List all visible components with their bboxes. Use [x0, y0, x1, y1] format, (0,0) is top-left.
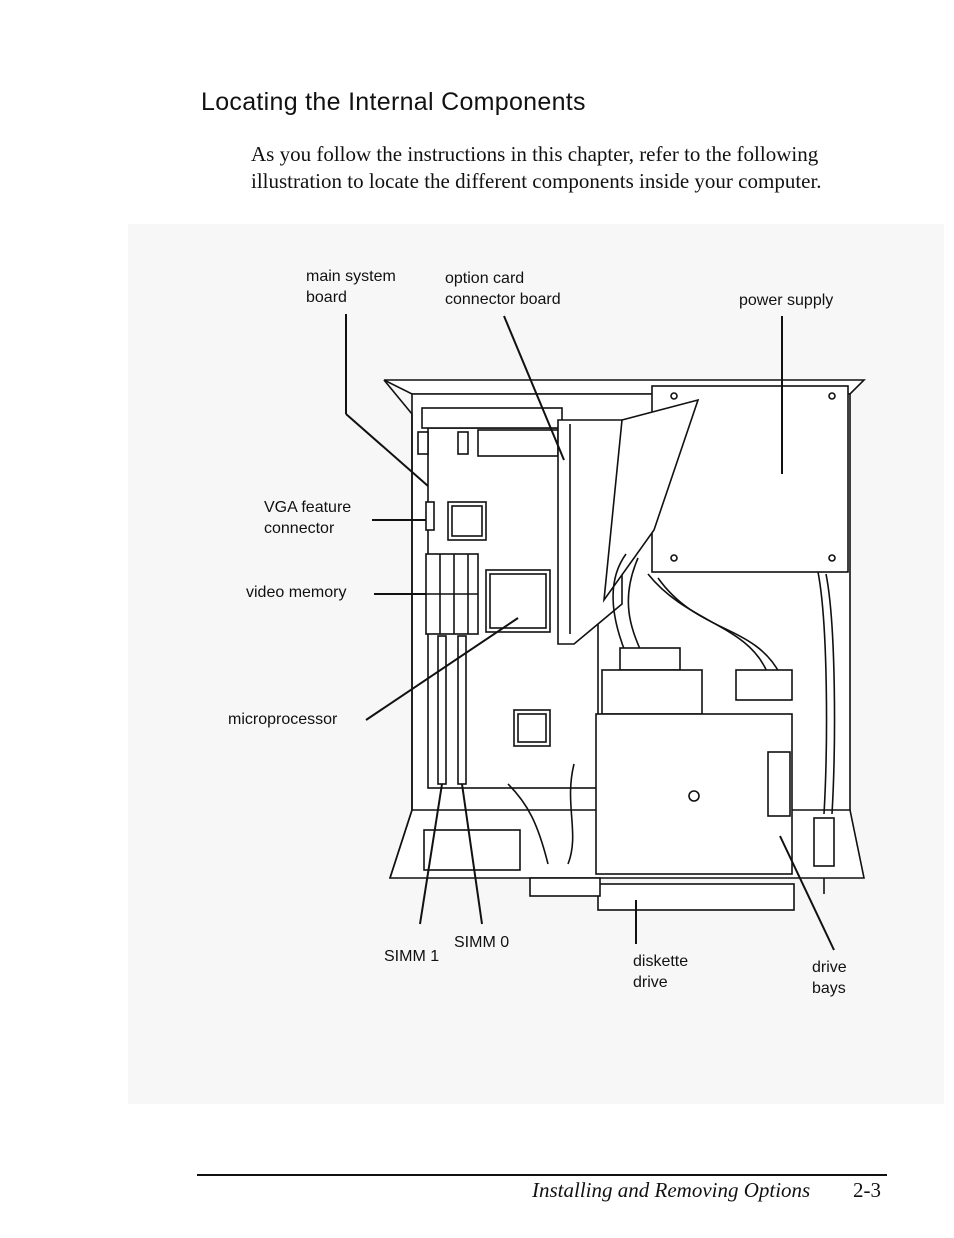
video-memory-chips [425, 553, 479, 635]
label-vga-feature-connector: VGA feature connector [264, 499, 352, 537]
label-drive-bays: drive bays [812, 959, 847, 997]
footer-rule [197, 1174, 887, 1176]
vga-feature-connector [425, 501, 435, 531]
label-microprocessor: microprocessor [228, 711, 338, 728]
label-option-card-connector-board: option card connector board [445, 270, 561, 308]
diskette-drive-unit [597, 883, 795, 911]
label-power-supply: power supply [739, 292, 834, 309]
computer-internals-illustration: main system board option card connector … [128, 224, 944, 1104]
drive-bay-enclosure [595, 713, 793, 875]
computer-internals-drawing [345, 314, 866, 951]
label-diskette-drive: diskette drive [633, 953, 689, 991]
label-video-memory: video memory [246, 584, 347, 601]
label-main-system-board: main system board [306, 268, 396, 306]
microprocessor-chip [485, 569, 551, 633]
footer-section-title: Installing and Removing Options [532, 1178, 811, 1202]
simm-1-socket [437, 635, 447, 785]
section-heading: Locating the Internal Components [201, 88, 586, 116]
callout-leader-lines [345, 314, 835, 951]
label-simm-0: SIMM 0 [454, 934, 510, 951]
label-simm-1: SIMM 1 [384, 948, 440, 965]
footer-page-number: 2-3 [853, 1178, 881, 1202]
intro-paragraph: As you follow the instructions in this c… [251, 142, 822, 193]
